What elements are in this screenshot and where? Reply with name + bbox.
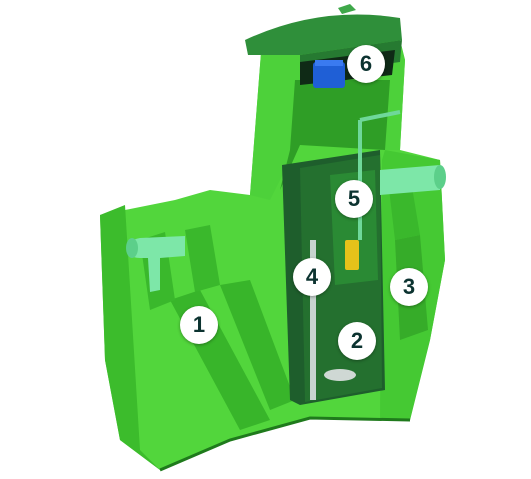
- marker-6: 6: [347, 45, 385, 83]
- bottom-diffuser: [324, 369, 356, 381]
- lid-vent: [338, 4, 356, 14]
- airlift-pipe: [310, 240, 316, 400]
- inlet-pipe: [128, 236, 185, 292]
- tank-left-face: [100, 205, 160, 470]
- left-rib-2: [220, 280, 295, 410]
- marker-5: 5: [335, 180, 373, 218]
- neck-inner-shadow: [280, 80, 390, 190]
- marker-2: 2: [338, 322, 376, 360]
- outlet-pipe-end: [434, 165, 446, 189]
- inlet-pipe-opening: [126, 238, 138, 258]
- float-switch: [345, 240, 359, 270]
- blower-unit: [313, 62, 345, 88]
- blower-unit-top: [315, 60, 343, 66]
- marker-3: 3: [390, 268, 428, 306]
- outlet-pipe: [380, 165, 440, 195]
- marker-1: 1: [180, 306, 218, 344]
- marker-4: 4: [293, 258, 331, 296]
- air-line-2: [359, 110, 401, 122]
- tank-lid: [245, 14, 402, 56]
- base-edge: [159, 416, 411, 472]
- left-rib-4: [185, 225, 220, 292]
